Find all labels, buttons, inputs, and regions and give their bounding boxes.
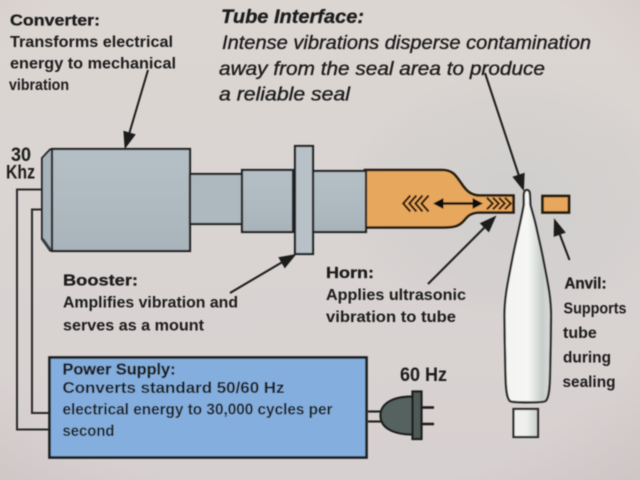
svg-text:serves as a mount: serves as a mount	[63, 318, 205, 335]
svg-text:Horn:: Horn:	[326, 265, 374, 282]
svg-text:Transforms electrical: Transforms electrical	[10, 34, 173, 51]
svg-text:vibration: vibration	[9, 77, 69, 94]
svg-text:Khz: Khz	[6, 163, 35, 184]
svg-text:Tube Interface:: Tube Interface:	[221, 7, 364, 28]
svg-text:sealing: sealing	[563, 374, 616, 391]
svg-text:tube: tube	[563, 325, 597, 342]
svg-text:Supports: Supports	[564, 301, 627, 318]
svg-text:away from the seal area to pro: away from the seal area to produce	[219, 59, 545, 80]
svg-text:60 Hz: 60 Hz	[400, 365, 447, 386]
svg-text:vibration to tube: vibration to tube	[326, 309, 456, 326]
svg-text:Amplifies vibration and: Amplifies vibration and	[63, 295, 238, 312]
svg-text:Intense vibrations disperse co: Intense vibrations disperse contaminatio…	[222, 33, 591, 54]
svg-text:during: during	[563, 350, 611, 367]
svg-text:Applies ultrasonic: Applies ultrasonic	[326, 287, 466, 304]
svg-text:Power Supply:: Power Supply:	[63, 362, 176, 379]
svg-text:Converts standard 50/60 Hz: Converts standard 50/60 Hz	[63, 380, 285, 397]
svg-text:Converter:: Converter:	[10, 13, 100, 30]
svg-text:a reliable seal: a reliable seal	[219, 85, 351, 106]
svg-text:30: 30	[11, 145, 31, 166]
svg-text:Booster:: Booster:	[63, 273, 138, 290]
svg-text:Anvil:: Anvil:	[565, 276, 607, 293]
svg-text:energy to mechanical: energy to mechanical	[10, 56, 176, 73]
svg-text:electrical energy to 30,000 cy: electrical energy to 30,000 cycles per	[63, 402, 333, 419]
svg-text:second: second	[63, 423, 115, 440]
